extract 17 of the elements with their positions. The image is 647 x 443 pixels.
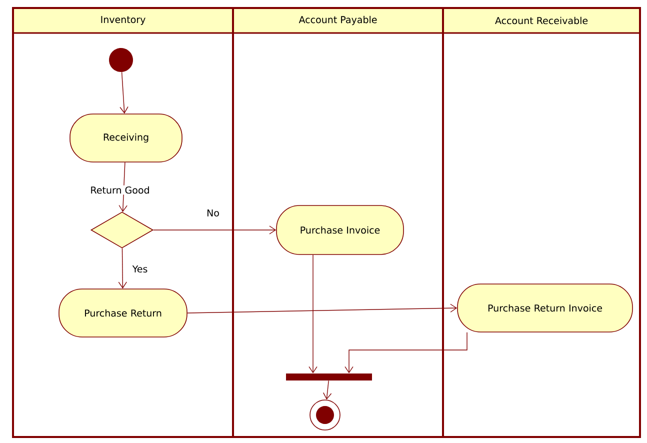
- arrow: [322, 380, 332, 400]
- start-node: [109, 48, 133, 72]
- edge-label: No: [206, 208, 220, 218]
- action-box: Purchase Return Invoice: [457, 284, 633, 332]
- join-bar: [286, 374, 372, 380]
- arrow: [187, 304, 458, 314]
- arrow: [344, 332, 468, 374]
- action-box: Purchase Invoice: [276, 205, 404, 255]
- end-node: [310, 400, 340, 430]
- arrow: [308, 254, 318, 374]
- action-box: Purchase Return: [58, 288, 188, 338]
- arrow: [120, 72, 128, 114]
- arrow: [118, 248, 127, 289]
- action-box: Receiving: [70, 114, 182, 162]
- edge-label: Yes: [131, 264, 149, 274]
- arrow: [153, 226, 276, 234]
- edge-label: Return Good: [89, 185, 151, 195]
